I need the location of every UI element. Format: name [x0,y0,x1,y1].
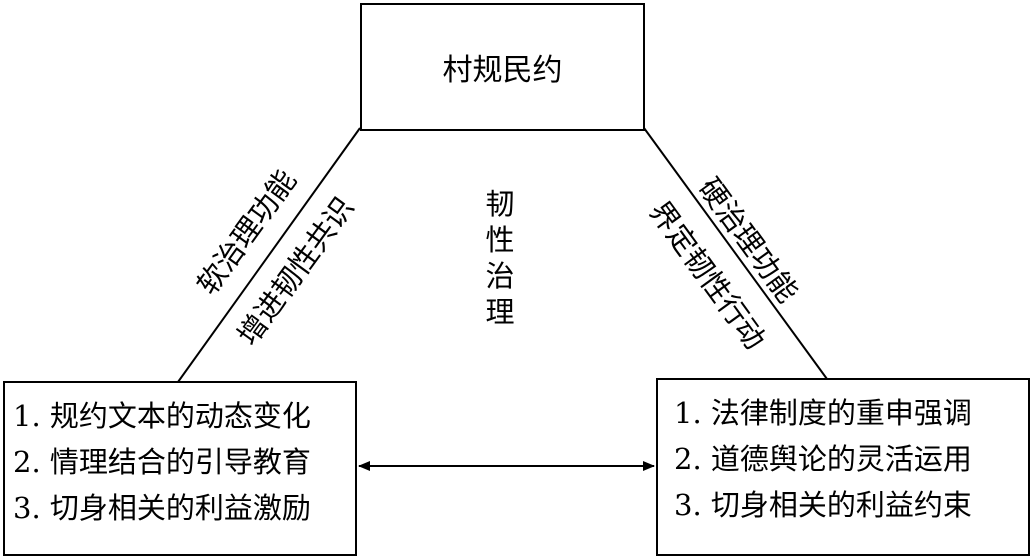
right-node-item-1: 1. 法律制度的重申强调 [674,396,972,430]
right-node-item-2: 2. 道德舆论的灵活运用 [674,442,972,476]
right-node-hard-measures: 1. 法律制度的重申强调 2. 道德舆论的灵活运用 3. 切身相关的利益约束 [656,378,1030,556]
center-char-4: 理 [485,295,515,329]
center-char-1: 韧 [485,187,515,221]
left-edge-line [177,127,361,383]
left-node-soft-measures: 1. 规约文本的动态变化 2. 情理结合的引导教育 3. 切身相关的利益激励 [3,381,357,556]
left-node-item-3: 3. 切身相关的利益激励 [13,491,311,525]
top-node-label: 村规民约 [442,53,563,88]
right-edge-line [643,127,828,380]
center-label-resilient-governance: 韧 性 治 理 [480,186,520,330]
center-char-3: 治 [485,259,515,293]
left-node-item-2: 2. 情理结合的引导教育 [13,445,311,479]
left-node-item-1: 1. 规约文本的动态变化 [13,399,311,433]
top-node-village-rules: 村规民约 [360,3,645,131]
center-char-2: 性 [485,223,515,257]
right-node-item-3: 3. 切身相关的利益约束 [674,488,972,522]
